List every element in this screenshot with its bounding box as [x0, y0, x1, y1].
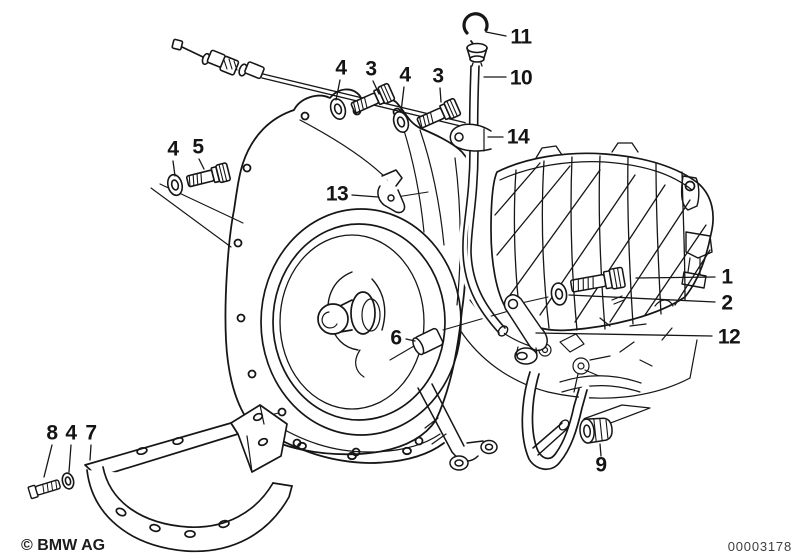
torque-converter: [260, 208, 462, 436]
bolt-3a: [348, 82, 396, 118]
leader-line-bolt-left: [198, 158, 205, 170]
leader-line-bolt-bottom: [43, 444, 53, 478]
washer-4a: [327, 96, 349, 122]
cable-bracket: [377, 169, 406, 214]
leader-line-nut: [599, 443, 602, 457]
kickdown-cable: [171, 38, 480, 131]
leader-line-bolt-top-1: [372, 80, 380, 95]
callout-cover-plate: 7: [85, 421, 97, 445]
leader-line-washer-bottom: [68, 444, 72, 473]
callout-washer-right: 2: [721, 291, 733, 315]
callout-bolt-top-2: 3: [432, 64, 444, 88]
callout-bolt-top-1: 3: [365, 57, 377, 81]
leader-line-cable-bracket: [351, 194, 379, 198]
callout-dipstick-handle: 11: [510, 25, 532, 49]
copyright-notice: © BMW AG: [21, 537, 106, 555]
leader-lines: [43, 31, 716, 478]
callout-washer-top-1: 4: [335, 56, 347, 80]
washer-4d: [61, 472, 75, 490]
leader-line-washer-right: [568, 294, 716, 303]
leader-line-dipstick-handle: [485, 31, 507, 37]
selector-linkage: [417, 383, 498, 471]
callout-tube-clamp: 14: [506, 125, 530, 149]
leader-line-cover-plate: [89, 444, 92, 461]
callout-bolt-left: 5: [192, 135, 204, 159]
breather-pipe: [521, 367, 591, 473]
dipstick: [458, 12, 509, 337]
callout-holder-bracket: 12: [717, 325, 741, 349]
bolt-8: [27, 479, 61, 500]
leader-line-washer-top-2: [400, 86, 405, 113]
tube-clamp-part: [449, 123, 492, 152]
bell-housing: [224, 88, 471, 464]
cover-plate-part: [84, 404, 293, 553]
leader-line-washer-left: [172, 160, 176, 177]
leader-line-bolt-top-2: [439, 87, 442, 103]
bolt-1: [569, 266, 626, 293]
leader-line-bolt-right: [635, 276, 716, 279]
callout-bolt-right: 1: [721, 265, 733, 289]
bolt-3b: [414, 97, 462, 133]
callout-washer-bottom: 4: [65, 421, 77, 445]
callout-bolt-bottom: 8: [46, 421, 58, 445]
holder-bracket-part: [503, 294, 548, 365]
spacer-sleeve: [412, 327, 444, 356]
document-number: 00003178: [727, 538, 792, 554]
callout-spacer-sleeve: 6: [390, 326, 402, 350]
callout-washer-top-2: 4: [399, 63, 411, 87]
leader-line-washer-top-1: [335, 79, 341, 101]
nut-part: [579, 417, 613, 444]
callout-cable-bracket: 13: [325, 182, 349, 206]
washer-2: [550, 282, 568, 306]
callout-dipstick-tube: 10: [509, 66, 533, 90]
transmission-case: [490, 142, 714, 332]
leader-line-spacer-sleeve: [405, 338, 416, 342]
callout-washer-left: 4: [167, 137, 179, 161]
leader-line-holder-bracket: [535, 332, 713, 337]
callout-nut: 9: [595, 453, 607, 477]
bolt-5: [184, 161, 232, 192]
washer-4c: [164, 172, 186, 198]
